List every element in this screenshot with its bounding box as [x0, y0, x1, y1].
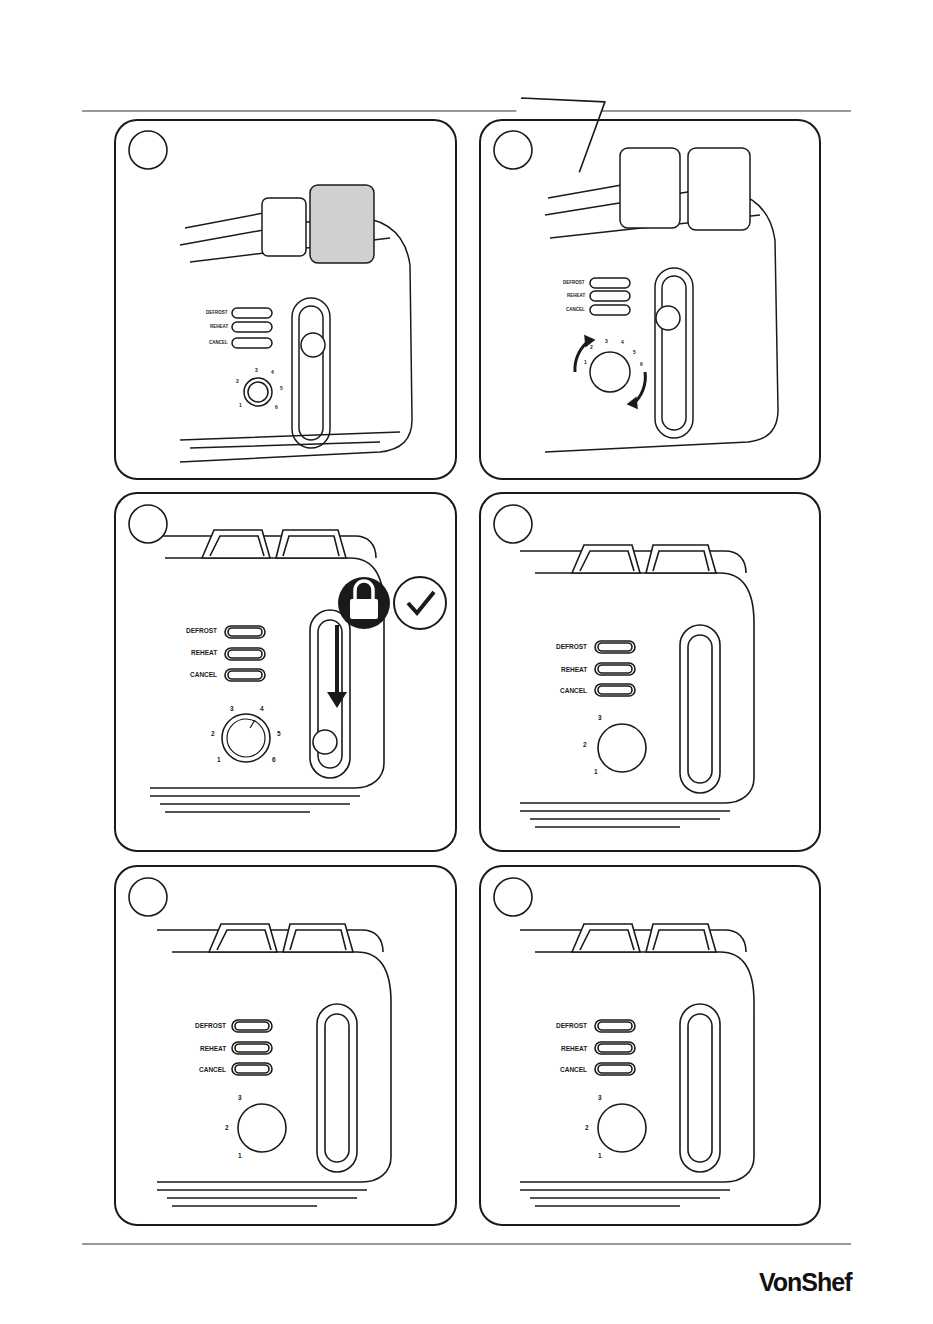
- dial-number: 3: [229, 706, 235, 713]
- dial-number: 5: [632, 350, 637, 355]
- dial-number: 2: [235, 379, 240, 384]
- dial-number: 3: [237, 1095, 243, 1102]
- button-label: DEFROST: [205, 311, 229, 316]
- button-label: DEFROST: [555, 1023, 588, 1030]
- button-label: CANCEL: [189, 672, 218, 679]
- dial-number: 4: [259, 706, 265, 713]
- dial-number: 2: [582, 742, 588, 749]
- button-label: REHEAT: [209, 325, 229, 330]
- dial-number: 1: [216, 757, 222, 764]
- button-label: DEFROST: [185, 628, 218, 635]
- button-label: CANCEL: [208, 341, 229, 346]
- dial-number: 1: [597, 1153, 603, 1160]
- dial-number: 1: [593, 769, 599, 776]
- dial-number: 3: [254, 368, 259, 373]
- button-label: DEFROST: [555, 644, 588, 651]
- dial-number: 2: [224, 1125, 230, 1132]
- dial-number: 4: [270, 370, 275, 375]
- dial-number: 6: [271, 757, 277, 764]
- button-label: CANCEL: [565, 308, 586, 313]
- dial-number: 5: [276, 731, 282, 738]
- dial-number: 4: [620, 340, 625, 345]
- dial-number: 5: [279, 386, 284, 391]
- dial-number: 6: [639, 362, 644, 367]
- button-label: DEFROST: [194, 1023, 227, 1030]
- button-label: REHEAT: [566, 294, 586, 299]
- button-label: CANCEL: [559, 1067, 588, 1074]
- dial-number: 2: [584, 1125, 590, 1132]
- dial-number: 6: [274, 405, 279, 410]
- button-label: REHEAT: [560, 1046, 588, 1053]
- dial-number: 2: [589, 345, 594, 350]
- brand-logo: VonShef: [758, 1270, 853, 1295]
- button-label: CANCEL: [198, 1067, 227, 1074]
- button-label: CANCEL: [559, 688, 588, 695]
- button-label: REHEAT: [199, 1046, 227, 1053]
- button-label: DEFROST: [562, 281, 586, 286]
- dial-number: 1: [237, 1153, 243, 1160]
- dial-number: 3: [597, 715, 603, 722]
- dial-number: 2: [210, 731, 216, 738]
- button-label: REHEAT: [190, 650, 218, 657]
- dial-number: 3: [604, 339, 609, 344]
- dial-number: 3: [597, 1095, 603, 1102]
- dial-number: 1: [238, 403, 243, 408]
- button-label: REHEAT: [560, 667, 588, 674]
- dial-number: 1: [583, 360, 588, 365]
